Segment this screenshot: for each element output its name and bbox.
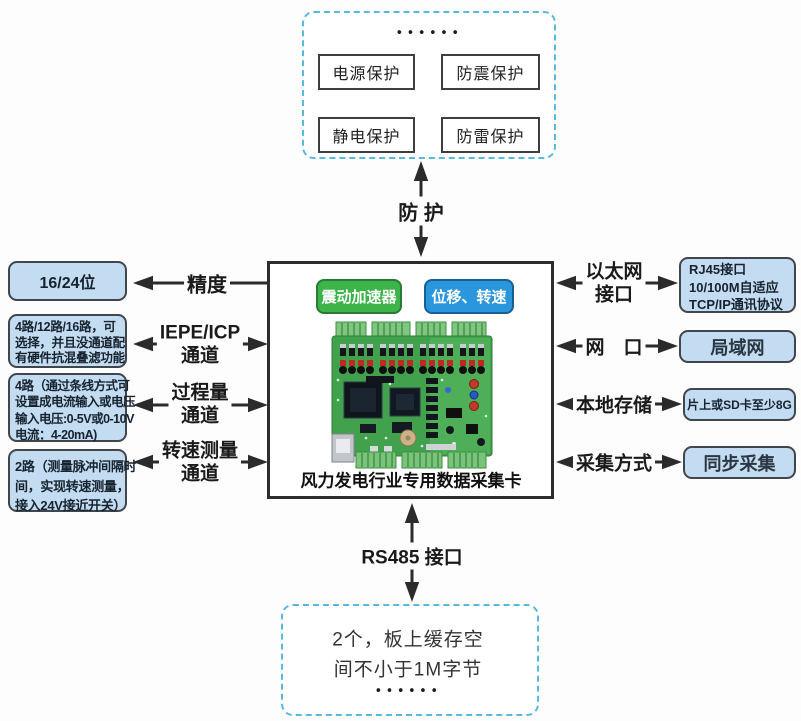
pcb-rj45-jack [331, 433, 355, 463]
protection-box-power-label: 电源保护 [332, 66, 401, 83]
left-box-accuracy-text: 16/24位 [39, 275, 96, 292]
protection-box-lightning-label: 防雷保护 [456, 129, 525, 146]
left-box-accuracy: 16/24位 [8, 261, 127, 301]
protection-panel-ellipsis: •••••• [395, 26, 463, 41]
right-box-sync-text: 同步采集 [703, 453, 776, 474]
right-box-rj45-line3: TCP/IP通讯协议 [689, 297, 783, 312]
buffer-panel [281, 604, 539, 716]
label-acquisition-mode: 采集方式 [572, 448, 656, 476]
label-speed-line1: 转速测量 [161, 440, 239, 462]
left-box-process-channels: 4路（通过条线方式可 设置成电流输入或电压 输入电压:0-5V或0-10V 电流… [8, 373, 136, 442]
protection-box-static: 静电保护 [318, 117, 415, 153]
pcb-chips [343, 376, 421, 433]
left-box-speed-line2: 间，实现转速测量， [15, 478, 130, 494]
left-box-iepe-line1: 4路/12路/16路，可 [15, 320, 116, 334]
tag-vibration-label: 震动加速器 [321, 289, 397, 306]
pcb-header-column [426, 378, 438, 438]
left-box-speed-line1: 2路（测量脉冲间隔时 [15, 459, 137, 474]
label-ethernet-port: 以太网 接口 [582, 261, 646, 307]
label-process-channel: 过程量 通道 [168, 382, 232, 428]
protection-box-power: 电源保护 [318, 54, 415, 90]
pcb-photo [331, 321, 493, 469]
pcb-filter-row [340, 344, 484, 356]
protection-box-shock-label: 防震保护 [456, 66, 525, 83]
label-process-line2: 通道 [180, 405, 220, 426]
right-box-lan-text: 局域网 [710, 337, 765, 358]
pcb-bottom-terminals [355, 451, 487, 469]
label-speed-line2: 通道 [180, 463, 220, 484]
left-box-process-line1: 4路（通过条线方式可 [15, 379, 130, 393]
tag-displacement-label: 位移、转速 [431, 289, 507, 306]
right-box-storage: 片上或SD卡至少8G [683, 388, 796, 421]
label-speed-channel: 转速测量 通道 [158, 440, 242, 486]
left-box-process-line4: 电流：4-20mA) [15, 427, 97, 442]
pcb-buzzer-center [405, 435, 411, 441]
buffer-panel-ellipsis: •••••• [374, 684, 442, 699]
protection-box-static-label: 静电保护 [332, 129, 401, 146]
label-ethernet-line1: 以太网 [585, 261, 643, 283]
tag-displacement-speed: 位移、转速 [424, 279, 514, 314]
left-box-speed-channels: 2路（测量脉冲间隔时 间，实现转速测量， 接入24V接近开关） [8, 449, 137, 513]
pcb-silk-dots [336, 378, 488, 448]
protection-box-lightning: 防雷保护 [441, 117, 540, 153]
buffer-panel-line2: 间不小于1M字节 [333, 659, 483, 681]
buffer-panel-line1: 2个，板上缓存空 [332, 629, 484, 651]
right-box-sync: 同步采集 [683, 446, 796, 479]
right-box-rj45: RJ45接口 10/100M自适应 TCP/IP通讯协议 [679, 257, 796, 313]
pcb-bottom-bits [370, 444, 456, 452]
pcb-terminal-row [339, 360, 485, 374]
label-local-storage: 本地存储 [572, 390, 656, 418]
label-iepe-line2: 通道 [180, 345, 219, 366]
right-box-storage-text: 片上或SD卡至少8G [687, 398, 792, 412]
pcb-right-parts [445, 379, 485, 446]
left-box-speed-line3: 接入24V接近开关） [15, 498, 127, 513]
left-box-iepe-line2: 选择，并且没通道配 [15, 335, 125, 350]
left-box-process-line2: 设置成电流输入或电压 [15, 395, 136, 410]
label-iepe-channel: IEPE/ICP 通道 [156, 322, 244, 368]
rs485-arrow-label: RS485 接口 [358, 542, 466, 570]
tag-vibration-accelerometer: 震动加速器 [316, 279, 402, 314]
right-box-rj45-line2: 10/100M自适应 [689, 279, 779, 295]
label-accuracy: 精度 [184, 268, 230, 298]
label-ethernet-line2: 接口 [594, 284, 634, 305]
pcb-board-light-zone [430, 338, 490, 454]
label-process-line1: 过程量 [171, 382, 229, 404]
protection-arrow-label: 防 护 [395, 196, 447, 226]
left-box-iepe-channels: 4路/12路/16路，可 选择，并且没通道配 有硬件抗混叠滤功能 [8, 314, 127, 368]
right-box-lan: 局域网 [679, 330, 796, 363]
left-box-iepe-line3: 有硬件抗混叠滤功能 [15, 351, 125, 365]
daq-unit-caption: 风力发电行业专用数据采集卡 [300, 471, 522, 491]
right-box-rj45-line1: RJ45接口 [689, 262, 747, 277]
label-iepe-line1: IEPE/ICP [159, 322, 241, 344]
label-net-port: 网 口 [582, 332, 646, 360]
left-box-process-line3: 输入电压:0-5V或0-10V [15, 411, 134, 426]
protection-box-shock: 防震保护 [441, 54, 540, 90]
